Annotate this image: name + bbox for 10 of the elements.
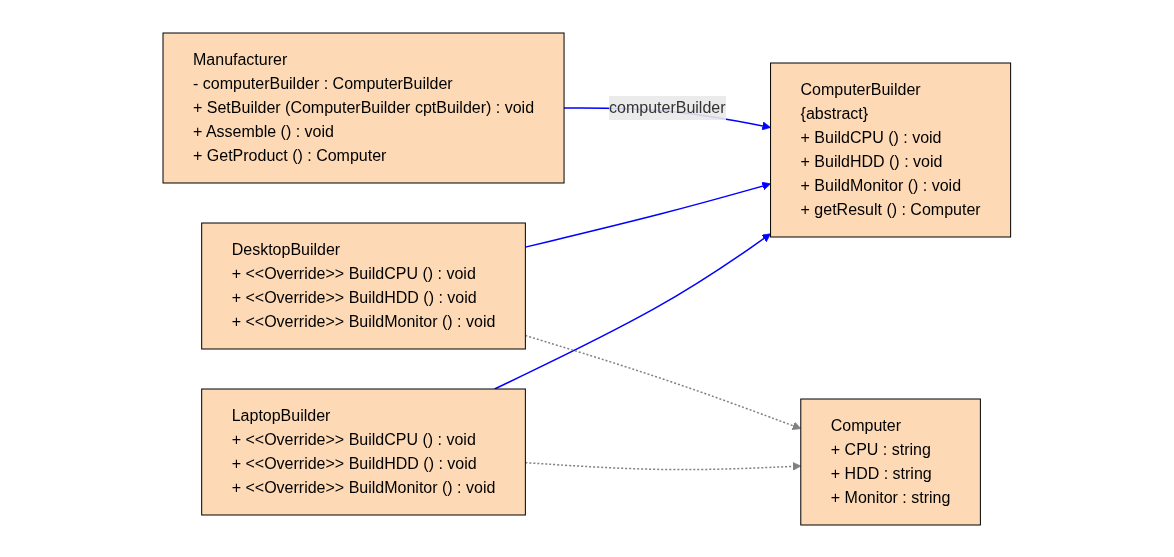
arrow <box>524 461 802 471</box>
edge-label: computerBuilder <box>609 98 726 116</box>
node-box: LaptopBuilder + <<Override>> BuildCPU () : void + <<Override>> BuildHDD () : void + <<Override>> BuildMonitor () : void <box>201 388 527 515</box>
node-box: ComputerBuilder {abstract} + BuildCPU () : void + BuildHDD () : void + BuildMonitor () : void + getResult () : Computer <box>770 62 1012 237</box>
arrow <box>524 181 772 248</box>
arrow <box>494 232 772 390</box>
arrow <box>524 334 802 430</box>
node-box: DesktopBuilder + <<Override>> BuildCPU () : void + <<Override>> BuildHDD () : void + <<Override>> BuildMonitor () : void <box>201 222 527 349</box>
node-box: Computer + CPU : string + HDD : string + Monitor : string <box>800 398 982 525</box>
node-box: Manufacturer - computerBuilder : ComputerBuilder + SetBuilder (ComputerBuilder cptBuilder) : void + Assemble () : void + GetProduct () : Computer <box>162 32 565 183</box>
